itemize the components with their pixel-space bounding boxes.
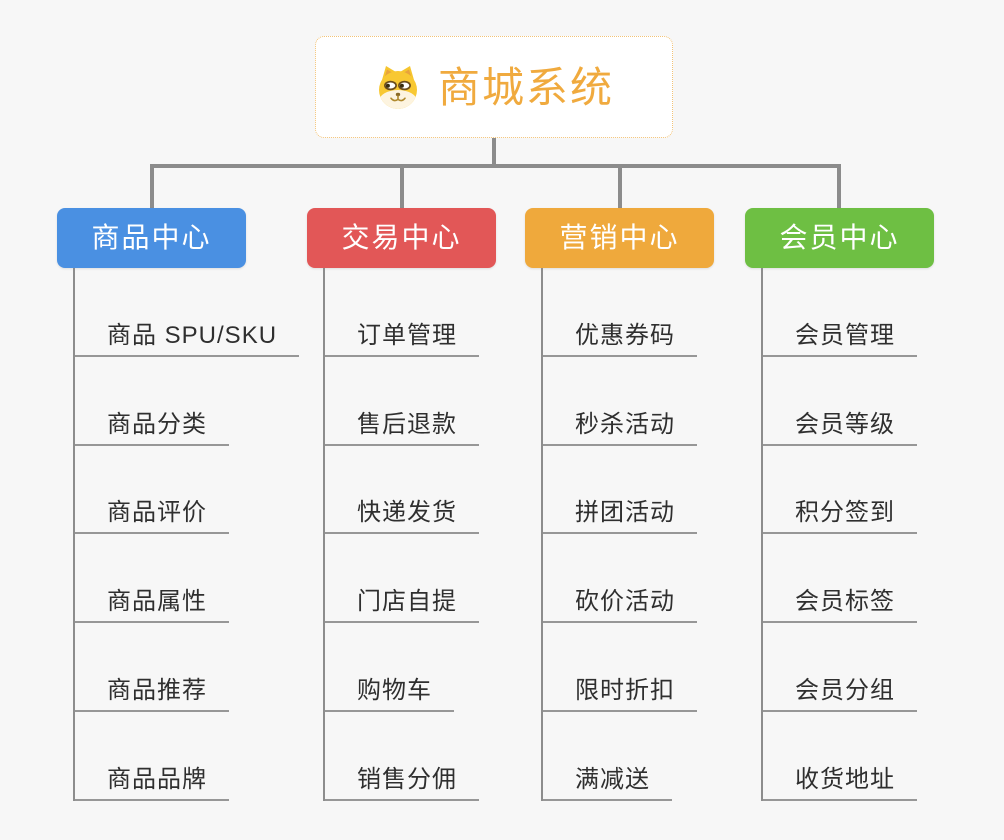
connector-root-stem — [492, 138, 496, 168]
branch-label: 会员中心 — [779, 222, 900, 253]
list-item[interactable]: 会员分组 — [763, 623, 917, 712]
branch-box-product[interactable]: 商品中心 — [57, 208, 246, 268]
list-item[interactable]: 积分签到 — [763, 446, 917, 535]
list-item[interactable]: 优惠券码 — [543, 268, 697, 357]
list-item[interactable]: 满减送 — [543, 712, 672, 801]
connector-horizontal-bar — [150, 164, 841, 168]
list-item[interactable]: 商品属性 — [75, 534, 229, 624]
item-label: 门店自提 — [357, 588, 457, 616]
item-label: 商品分类 — [107, 410, 207, 438]
list-item[interactable]: 商品 SPU/SKU — [75, 268, 300, 357]
list-item[interactable]: 会员管理 — [763, 268, 917, 357]
item-label: 订单管理 — [357, 321, 457, 349]
list-item[interactable]: 拼团活动 — [543, 446, 697, 535]
branch-label: 营销中心 — [559, 222, 680, 253]
connector-drop-member — [837, 164, 841, 208]
branch-box-marketing[interactable]: 营销中心 — [525, 208, 714, 268]
branch-items-product: 商品 SPU/SKU 商品分类商品评价商品属性商品推荐商品品牌 — [73, 268, 300, 801]
list-item[interactable]: 门店自提 — [325, 534, 479, 624]
list-item[interactable]: 收货地址 — [763, 712, 917, 801]
item-label: 会员分组 — [795, 676, 895, 704]
item-label: 商品品牌 — [107, 765, 207, 793]
item-label: 售后退款 — [357, 410, 457, 438]
connector-drop-trade — [400, 164, 404, 208]
item-label: 商品 SPU/SKU — [107, 321, 278, 349]
item-label: 商品推荐 — [107, 676, 207, 704]
list-item[interactable]: 快递发货 — [325, 446, 479, 535]
connector-drop-marketing — [618, 164, 622, 208]
item-label: 会员标签 — [795, 588, 895, 616]
branch-items-member: 会员管理会员等级积分签到会员标签会员分组收货地址 — [761, 268, 934, 801]
branch-label: 商品中心 — [91, 222, 212, 253]
list-item[interactable]: 商品品牌 — [75, 712, 229, 801]
root-title: 商城系统 — [437, 64, 614, 111]
branch-marketing: 营销中心 优惠券码秒杀活动拼团活动砍价活动限时折扣满减送 — [525, 208, 714, 801]
branch-items-marketing: 优惠券码秒杀活动拼团活动砍价活动限时折扣满减送 — [541, 268, 714, 801]
list-item[interactable]: 秒杀活动 — [543, 357, 697, 446]
list-item[interactable]: 砍价活动 — [543, 534, 697, 624]
root-node[interactable]: 商城系统 — [315, 36, 673, 138]
list-item[interactable]: 售后退款 — [325, 357, 479, 446]
branch-box-trade[interactable]: 交易中心 — [307, 208, 496, 268]
item-label: 砍价活动 — [575, 588, 675, 616]
branch-member: 会员中心 会员管理会员等级积分签到会员标签会员分组收货地址 — [745, 208, 934, 801]
item-label: 限时折扣 — [575, 676, 675, 704]
branch-box-member[interactable]: 会员中心 — [745, 208, 934, 268]
list-item[interactable]: 会员标签 — [763, 534, 917, 624]
item-label: 优惠券码 — [575, 321, 675, 349]
item-label: 快递发货 — [357, 499, 457, 527]
item-label: 拼团活动 — [575, 499, 675, 527]
connector-drop-product — [150, 164, 154, 208]
dog-face-icon — [374, 63, 422, 111]
list-item[interactable]: 会员等级 — [763, 357, 917, 446]
list-item[interactable]: 商品分类 — [75, 357, 229, 446]
item-label: 购物车 — [357, 676, 432, 704]
item-label: 商品评价 — [107, 499, 207, 527]
branch-items-trade: 订单管理售后退款快递发货门店自提购物车销售分佣 — [323, 268, 496, 801]
item-label: 积分签到 — [795, 499, 895, 527]
list-item[interactable]: 购物车 — [325, 623, 454, 712]
list-item[interactable]: 商品推荐 — [75, 623, 229, 712]
list-item[interactable]: 商品评价 — [75, 446, 229, 535]
item-label: 满减送 — [575, 765, 650, 793]
item-label: 会员等级 — [795, 410, 895, 438]
item-label: 会员管理 — [795, 321, 895, 349]
item-label: 商品属性 — [107, 588, 207, 616]
list-item[interactable]: 限时折扣 — [543, 623, 697, 712]
branch-label: 交易中心 — [341, 222, 462, 253]
item-label: 收货地址 — [795, 765, 895, 793]
list-item[interactable]: 销售分佣 — [325, 712, 479, 801]
branch-product: 商品中心 商品 SPU/SKU 商品分类商品评价商品属性商品推荐商品品牌 — [57, 208, 300, 801]
item-label: 秒杀活动 — [575, 410, 675, 438]
item-label: 销售分佣 — [357, 765, 457, 793]
branch-trade: 交易中心 订单管理售后退款快递发货门店自提购物车销售分佣 — [307, 208, 496, 801]
list-item[interactable]: 订单管理 — [325, 268, 479, 357]
